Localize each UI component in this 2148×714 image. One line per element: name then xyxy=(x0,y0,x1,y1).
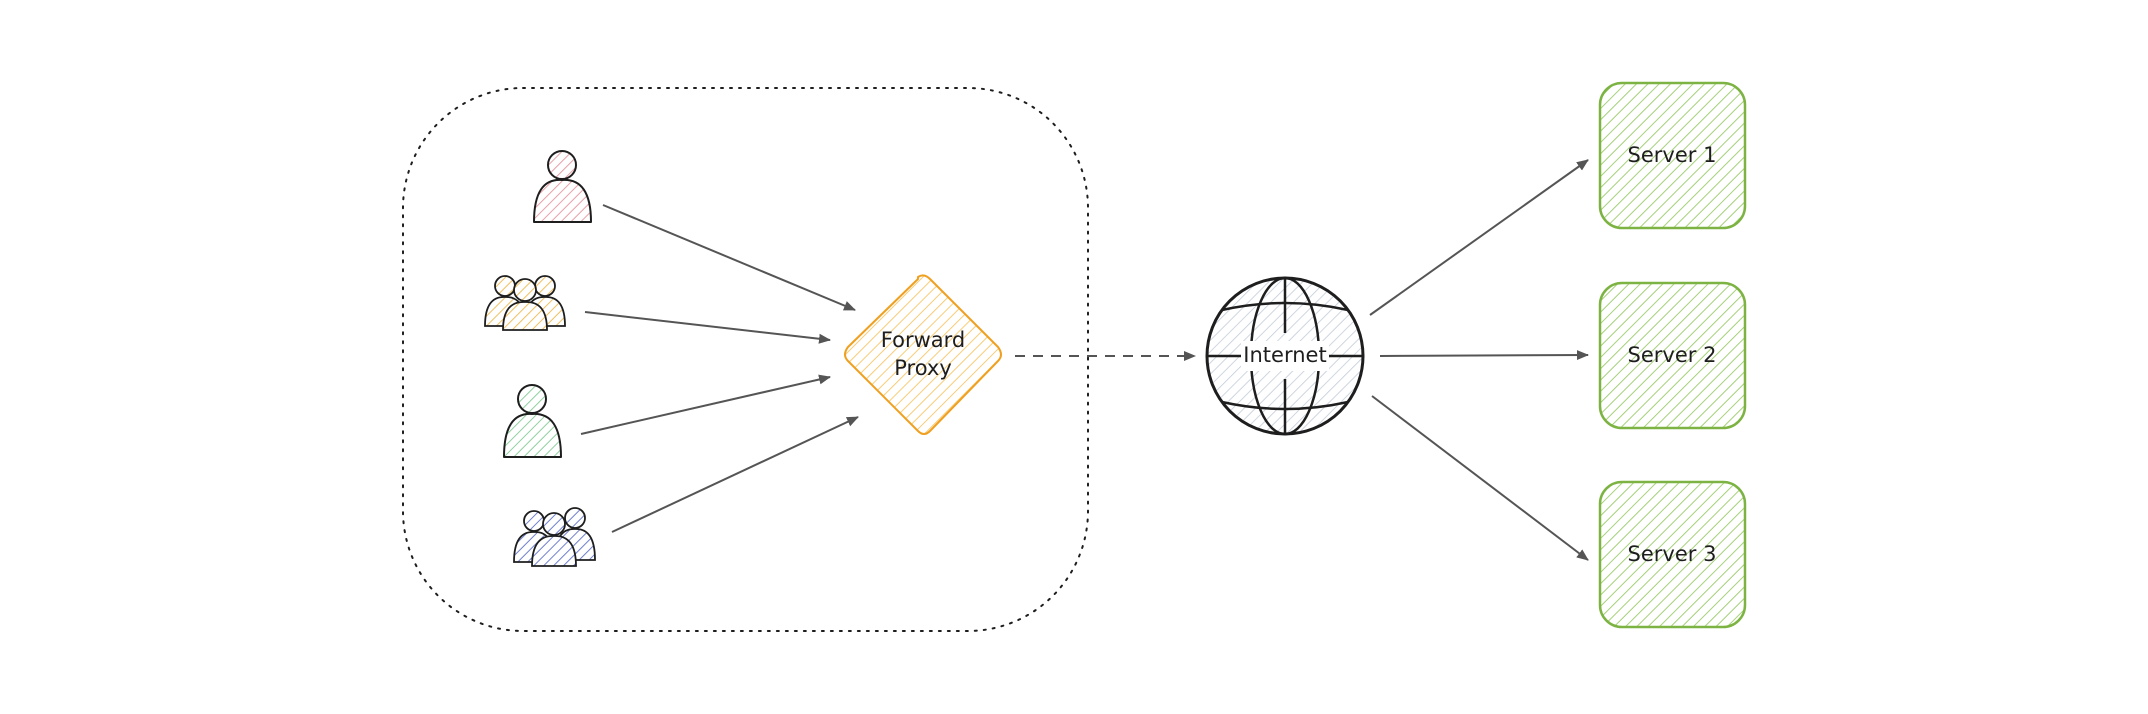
server-1-node: Server 1 xyxy=(1598,81,1747,230)
arrow-client2-to-proxy xyxy=(584,311,831,344)
arrow-internet-to-server3 xyxy=(1371,395,1589,561)
proxy-label-line1: Forward xyxy=(881,328,965,352)
internet-globe-icon: Internet xyxy=(1205,276,1365,436)
arrow-client4-to-proxy xyxy=(611,416,859,533)
client-user-green-icon xyxy=(503,384,562,458)
internet-label: Internet xyxy=(1243,343,1326,367)
forward-proxy-node: Forward Proxy xyxy=(844,274,1002,435)
client-group-blue-icon xyxy=(513,507,596,567)
client-user-pink-icon xyxy=(533,150,592,223)
arrow-client3-to-proxy xyxy=(580,374,831,435)
server-2-label: Server 2 xyxy=(1628,343,1717,367)
arrow-internet-to-server1 xyxy=(1369,159,1589,316)
server-2-node: Server 2 xyxy=(1598,281,1747,430)
arrow-client1-to-proxy xyxy=(602,204,856,311)
arrow-internet-to-server2 xyxy=(1379,350,1589,361)
private-network-boundary xyxy=(402,87,1089,632)
proxy-label-line2: Proxy xyxy=(894,356,952,380)
client-group-yellow-icon xyxy=(484,275,566,331)
server-3-label: Server 3 xyxy=(1628,542,1717,566)
server-1-label: Server 1 xyxy=(1628,143,1717,167)
server-3-node: Server 3 xyxy=(1598,480,1747,629)
